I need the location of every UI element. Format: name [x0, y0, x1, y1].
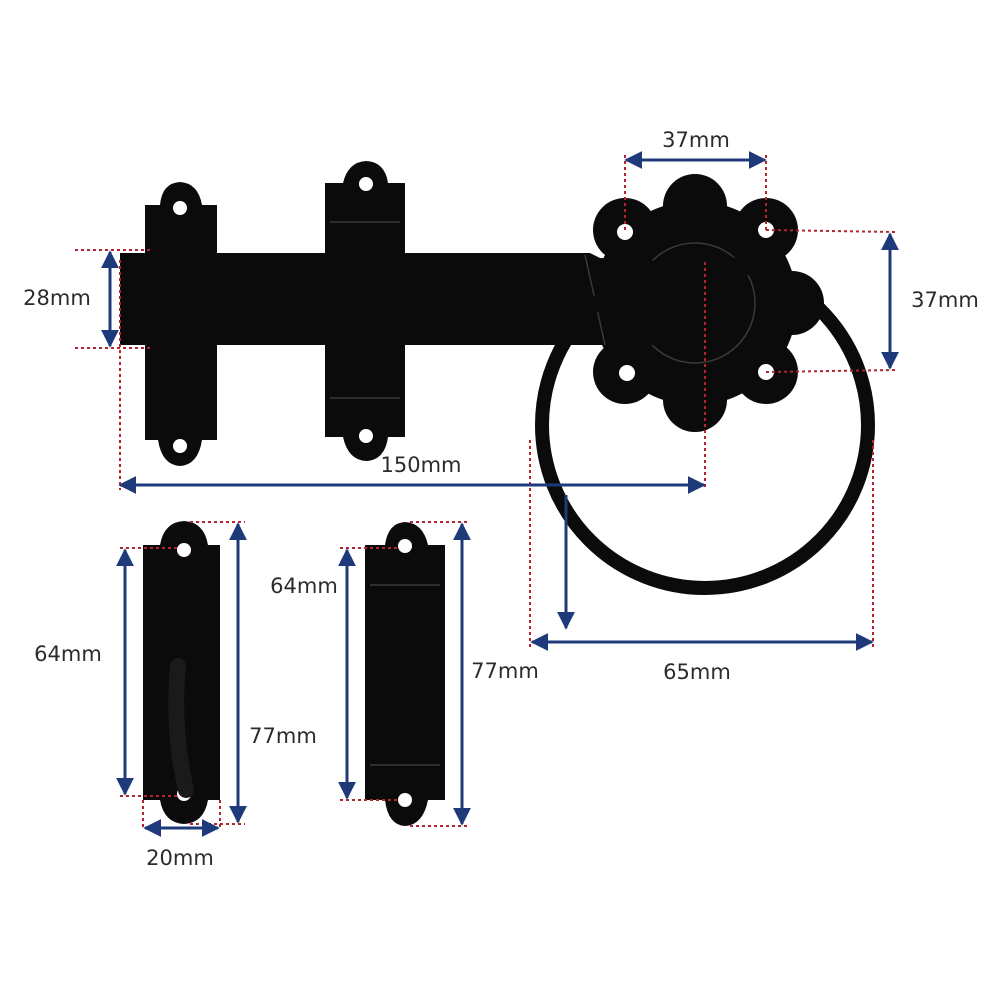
keep-hole-spacing-label: 64mm — [34, 642, 102, 666]
staple-strap — [330, 245, 400, 352]
keep-height-label: 77mm — [249, 724, 317, 748]
staple-hole-spacing-label: 64mm — [270, 574, 338, 598]
screw-hole — [398, 793, 412, 807]
ring-diameter-label: 65mm — [663, 660, 731, 684]
dimension-labels: 37mm 37mm 28mm 150mm 65mm 64mm 77mm 20mm… — [23, 128, 979, 870]
keep-width-label: 20mm — [146, 846, 214, 870]
staple-height-label: 77mm — [471, 659, 539, 683]
screw-hole — [619, 365, 635, 381]
guide-lines — [75, 155, 896, 830]
screw-hole — [359, 177, 373, 191]
keep-hook — [166, 309, 191, 438]
dimension-arrows — [101, 151, 899, 837]
staple-part — [365, 522, 445, 826]
overall-length-label: 150mm — [381, 453, 462, 477]
rose-hole-spacing-v-label: 37mm — [911, 288, 979, 312]
screw-hole — [359, 429, 373, 443]
screw-hole — [617, 224, 633, 240]
latch-assembly — [120, 161, 875, 595]
screw-hole — [177, 543, 191, 557]
screw-hole — [398, 539, 412, 553]
screw-hole — [173, 201, 187, 215]
screw-hole — [173, 439, 187, 453]
bar-height-label: 28mm — [23, 286, 91, 310]
keep-part — [143, 521, 220, 824]
rose-hole-spacing-h-label: 37mm — [662, 128, 730, 152]
keep-hook — [168, 658, 194, 798]
